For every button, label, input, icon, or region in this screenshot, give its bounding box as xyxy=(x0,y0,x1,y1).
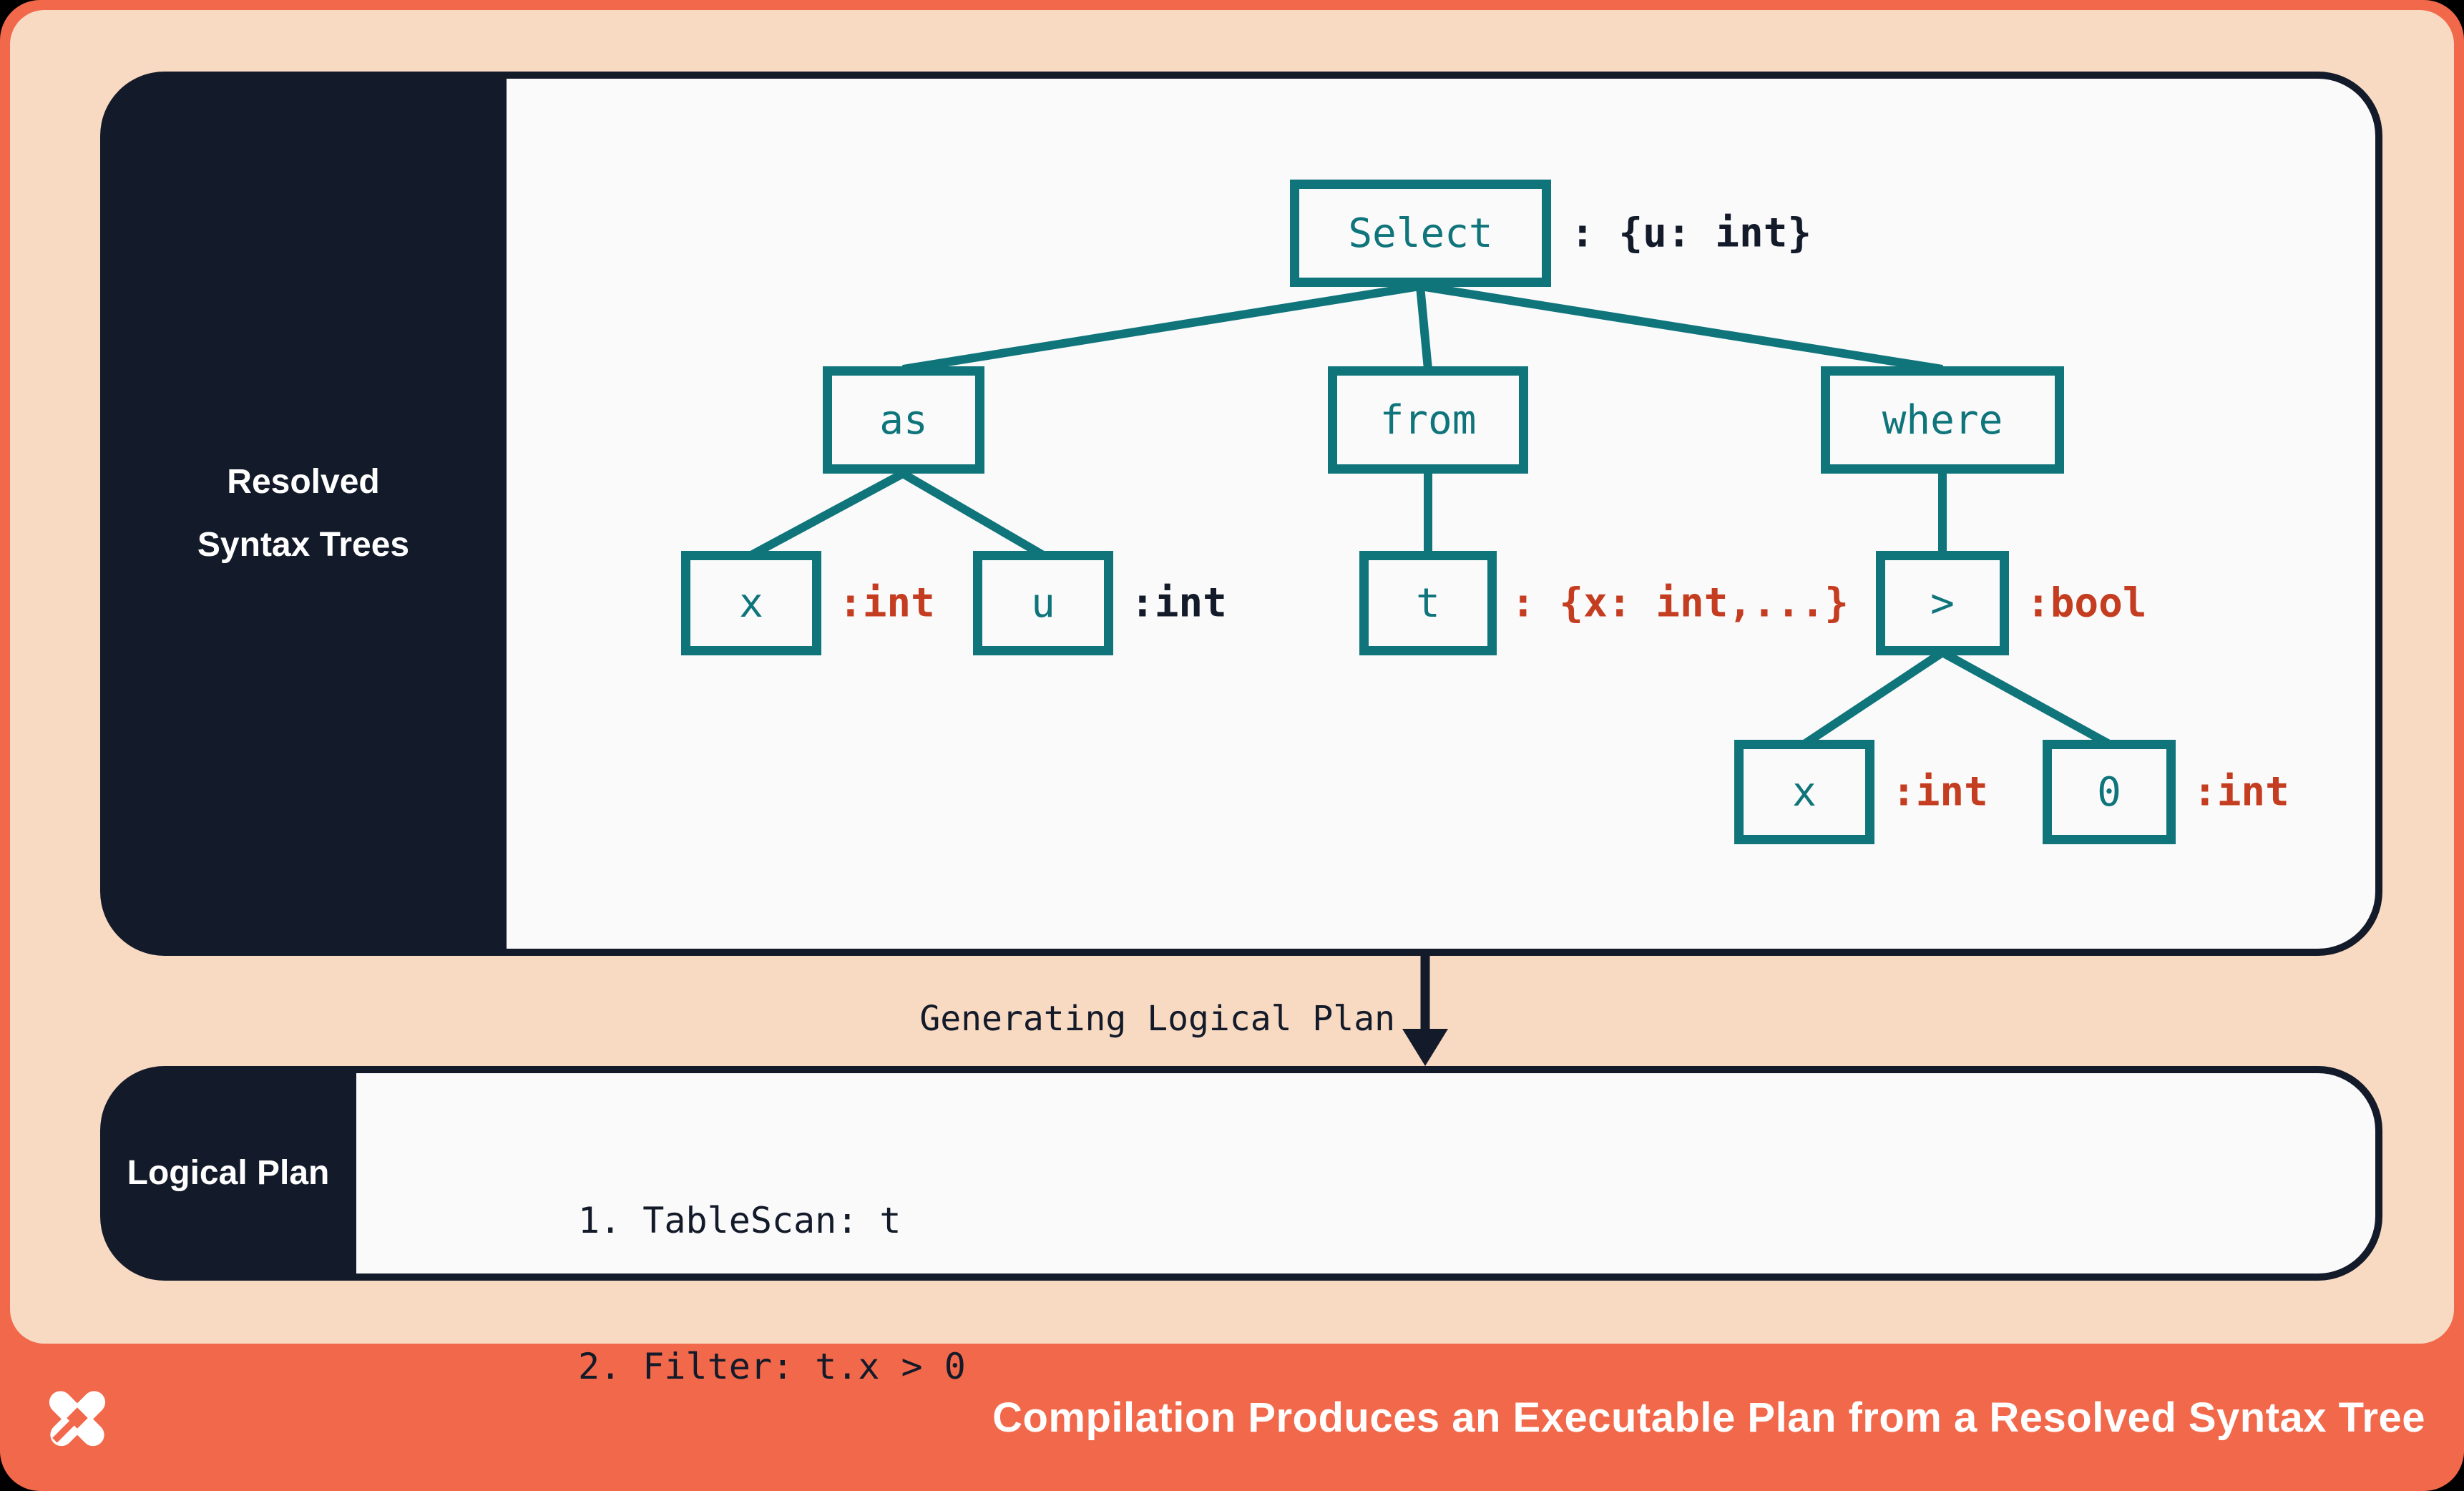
node-x-as-label: x xyxy=(739,580,763,627)
tree-node-t: t xyxy=(1359,551,1497,655)
node-t-label: t xyxy=(1416,580,1440,627)
logical-plan-panel: Logical Plan xyxy=(100,1066,2382,1281)
tree-node-x-under-as: x xyxy=(681,551,821,655)
tree-node-u: u xyxy=(973,551,1113,655)
node-gt-type-annotation: :bool xyxy=(2026,580,2147,627)
footer-caption: Compilation Produces an Executable Plan … xyxy=(992,1394,2425,1441)
node-x-gt-label: x xyxy=(1792,768,1817,816)
node-gt-label: > xyxy=(1930,580,1955,627)
logical-plan-area xyxy=(356,1073,2375,1274)
tree-node-x-under-gt: x xyxy=(1734,740,1874,844)
plan-step-3: 3. Projection: t.x as u xyxy=(578,1488,1073,1491)
node-zero-type-annotation: :int xyxy=(2193,768,2289,816)
plan-step-1: 1. TableScan: t xyxy=(578,1200,901,1241)
tree-node-greater-than: > xyxy=(1876,551,2009,655)
node-as-label: as xyxy=(879,396,928,444)
pinwheel-logo-icon xyxy=(49,1391,106,1447)
node-x-gt-type-annotation: :int xyxy=(1892,768,1988,816)
plan-step-2: 2. Filter: t.x > 0 xyxy=(578,1346,966,1387)
down-arrow-icon xyxy=(1402,956,1448,1066)
node-select-type-annotation: : {u: int} xyxy=(1570,210,1812,257)
node-t-type-annotation: : {x: int,...} xyxy=(1511,580,1849,627)
node-x-as-type-annotation: :int xyxy=(839,580,935,627)
tree-node-as: as xyxy=(823,366,984,474)
tree-node-select: Select xyxy=(1290,180,1551,287)
resolved-panel-title: Resolved Syntax Trees xyxy=(100,72,507,956)
logical-plan-steps: 1. TableScan: t 2. Filter: t.x > 0 3. Pr… xyxy=(578,1099,1073,1491)
footer-bar: Compilation Produces an Executable Plan … xyxy=(0,1344,2464,1491)
node-select-label: Select xyxy=(1348,210,1493,257)
node-u-type-annotation: :int xyxy=(1130,580,1227,627)
tree-node-from: from xyxy=(1328,366,1528,474)
node-from-label: from xyxy=(1379,396,1477,444)
tree-node-where: where xyxy=(1821,366,2064,474)
node-where-label: where xyxy=(1882,396,2003,444)
tree-node-zero: 0 xyxy=(2043,740,2176,844)
logical-plan-title-text: Logical Plan xyxy=(127,1154,330,1192)
node-u-label: u xyxy=(1031,580,1055,627)
resolved-title-line1: Resolved xyxy=(227,463,380,501)
node-zero-label: 0 xyxy=(2097,768,2121,816)
logical-plan-title: Logical Plan xyxy=(100,1066,356,1281)
resolved-title-line2: Syntax Trees xyxy=(197,526,410,564)
transition-label: Generating Logical Plan xyxy=(919,999,1395,1039)
